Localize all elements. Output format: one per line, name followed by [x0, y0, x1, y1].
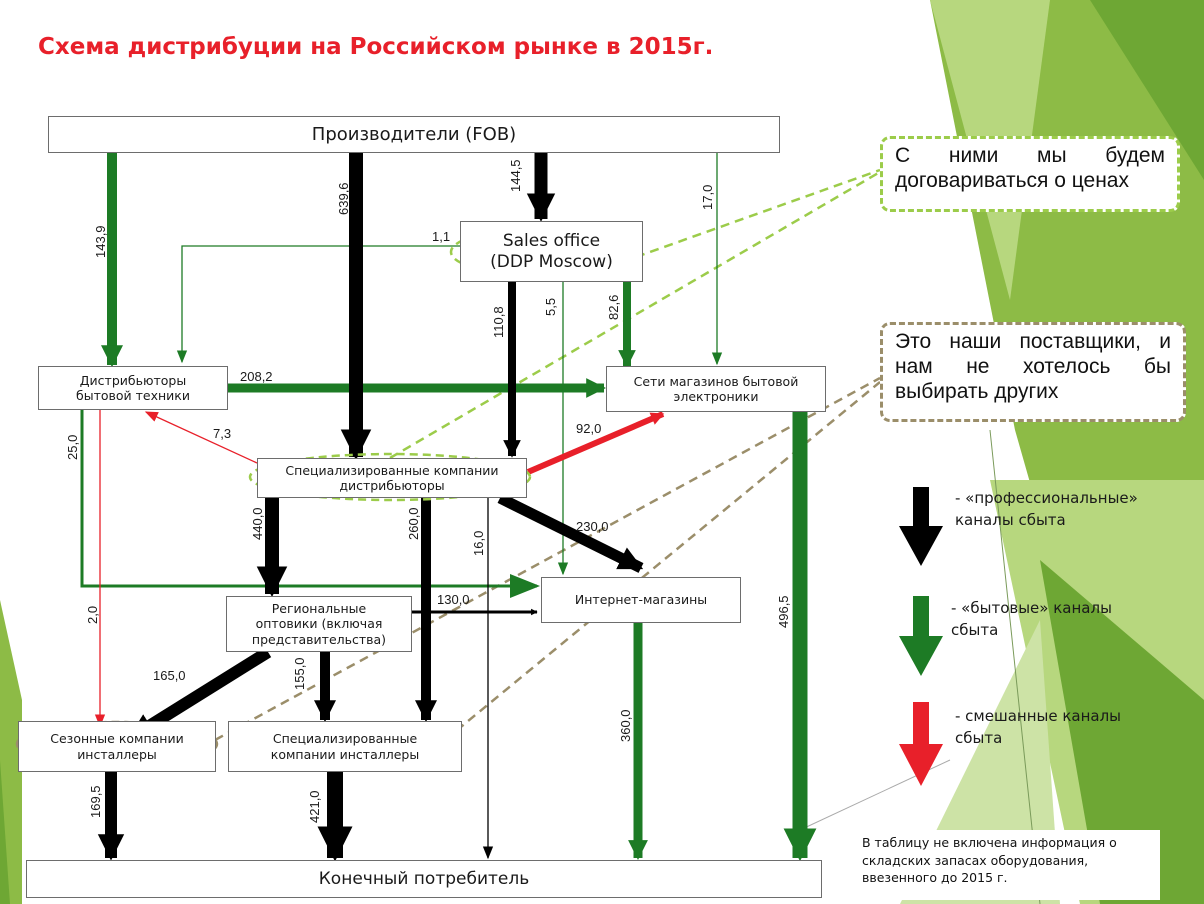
- decor-line: [989, 429, 1041, 904]
- flow-label: 25,0: [65, 435, 80, 460]
- node-regional-wholesalers: Региональные оптовики (включая представи…: [226, 596, 412, 652]
- flow-label: 92,0: [576, 421, 601, 436]
- legend-mixed: - смешанные каналы сбыта: [955, 707, 1122, 747]
- legend-arrow-mixed: [899, 702, 943, 786]
- flow-label: 2,0: [85, 606, 100, 624]
- node-retail-chains: Сети магазинов бытовой электроники: [606, 366, 826, 412]
- node-distributors: Дистрибьюторы бытовой техники: [38, 366, 228, 410]
- page-title: Схема дистрибуции на Российском рынке в …: [38, 34, 714, 60]
- flow-label: 169,5: [88, 785, 103, 818]
- flow-label: 144,5: [508, 159, 523, 192]
- flow-labels: 143,9 639,6 144,5 17,0 1,1 110,8 5,5 82,…: [65, 159, 791, 823]
- node-seasonal-installers: Сезонные компании инсталлеры: [18, 721, 216, 772]
- thick-green-flows: [100, 153, 817, 862]
- flow-label: 208,2: [240, 369, 273, 384]
- node-specialized-distributors: Специализированные компании дистрибьютор…: [257, 458, 527, 498]
- flow-label: 360,0: [618, 709, 633, 742]
- flow-label: 440,0: [250, 507, 265, 540]
- flow-label: 165,0: [153, 668, 186, 683]
- flow-label: 17,0: [700, 185, 715, 210]
- flow-label: 639,6: [336, 182, 351, 215]
- flow-label: 421,0: [307, 790, 322, 823]
- flow-specdist-distributors: [144, 411, 258, 464]
- flow-label: 260,0: [406, 507, 421, 540]
- flow-label: 230,0: [576, 519, 609, 534]
- flow-label: 143,9: [93, 225, 108, 258]
- flow-label: 130,0: [437, 592, 470, 607]
- callout-suppliers: Это наши поставщики, и нам не хотелось б…: [880, 322, 1186, 422]
- flow-label: 496,5: [776, 595, 791, 628]
- flow-label: 7,3: [213, 426, 231, 441]
- flow-specdist-retail: [526, 411, 665, 475]
- legend-household: - «бытовые» каналы сбыта: [951, 599, 1112, 639]
- flow-label: 5,5: [543, 298, 558, 316]
- footnote: В таблицу не включена информация о склад…: [850, 830, 1160, 900]
- node-producers: Производители (FOB): [48, 116, 780, 153]
- legend-arrow-household: [899, 596, 943, 676]
- legend-arrow-professional: [899, 487, 943, 566]
- node-online-stores: Интернет-магазины: [541, 577, 741, 623]
- legend-arrows: [899, 487, 943, 786]
- flow-distributors-online: [80, 410, 540, 598]
- callout-prices: С ними мы будем договариваться о ценах: [880, 136, 1180, 212]
- node-sales-office: Sales office (DDP Moscow): [460, 221, 643, 282]
- flow-label: 155,0: [292, 657, 307, 690]
- legend-professional: - «профессиональные» каналы сбыта: [955, 489, 1138, 529]
- flow-label: 16,0: [471, 531, 486, 556]
- flow-label: 110,8: [491, 306, 506, 338]
- flow-label: 82,6: [606, 295, 621, 320]
- flow-label: 1,1: [432, 229, 450, 244]
- node-specialized-installers: Специализированные компании инсталлеры: [228, 721, 462, 772]
- node-end-consumer: Конечный потребитель: [26, 860, 822, 898]
